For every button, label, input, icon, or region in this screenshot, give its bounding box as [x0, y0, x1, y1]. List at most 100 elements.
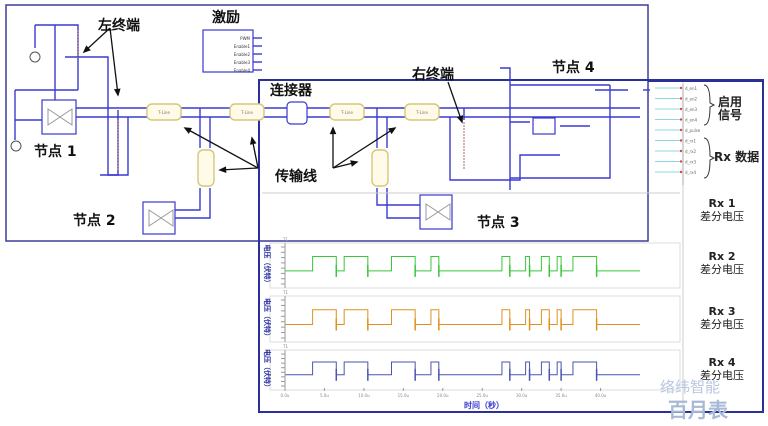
tline-icon [329, 103, 365, 121]
x-tick-label: 15.0u [398, 393, 410, 398]
label-node-2: 节点 2 [73, 213, 116, 229]
wire [174, 188, 201, 211]
signal-pin [679, 149, 683, 153]
label-enable-signals: 启用 信号 [718, 95, 743, 122]
signal-name: d_rx2 [685, 149, 696, 154]
signal-name: d_rx3 [685, 160, 696, 165]
driver-icon [425, 203, 439, 221]
label-stimulus: 激励 [212, 10, 240, 26]
trace-sub: 差分电压 [700, 263, 744, 276]
signal-pin [679, 139, 683, 142]
arrow-line [332, 127, 396, 169]
arrow-line [447, 81, 463, 123]
driver-icon [47, 108, 61, 126]
signal-pin [679, 160, 683, 163]
node-4-filter [532, 117, 556, 135]
stimulus-pin-label: Enable2 [234, 52, 251, 57]
trace-name: Rx 1 [708, 197, 736, 210]
signal-pin [679, 107, 683, 111]
schematic-wires [14, 24, 650, 219]
stimulus-pin-label: PWM [240, 36, 250, 41]
receiver-icon [160, 209, 174, 227]
tline-icon [371, 149, 389, 187]
label-rx-data: Rx 数据 [714, 150, 760, 164]
trace-name: Rx 3 [708, 305, 736, 318]
label-node-4: 节点 4 [552, 60, 595, 76]
tline-label: T-Line [157, 110, 170, 115]
label-left-termination: 左终端 [98, 18, 140, 34]
signal-name: d_rx4 [685, 170, 696, 175]
wire [100, 117, 129, 176]
waveform-trace [285, 361, 640, 376]
x-tick-label: 5.0u [320, 393, 329, 398]
label-connector: 连接器 [270, 83, 312, 99]
signal-list: d_en1d_en2d_en3d_en4d_pulsed_rx1d_rx2d_r… [655, 84, 716, 185]
signal-name: d_en4 [685, 118, 698, 123]
waveform-frame [258, 79, 764, 413]
signal-pin [679, 118, 683, 121]
stimulus-block [202, 29, 254, 73]
connector-icon [286, 101, 308, 125]
signal-name: d_en1 [685, 86, 698, 91]
x-tick-label: 25.0u [476, 393, 488, 398]
signal-pin [679, 86, 683, 90]
signal-name: d_en2 [685, 97, 698, 102]
x-tick-label: 0.0u [281, 393, 290, 398]
arrowhead [350, 160, 359, 167]
signal-pin [679, 170, 683, 174]
arrowhead [113, 88, 121, 97]
x-tick-label: 40.0u [595, 393, 607, 398]
annotation-arrows [82, 27, 464, 173]
group-brace [703, 137, 716, 179]
x-axis-label: 时间（秒） [464, 401, 504, 410]
x-tick-label: 20.0u [437, 393, 449, 398]
driver-icon [148, 209, 162, 227]
arrowhead [82, 45, 91, 54]
voltage-source-icon [10, 140, 22, 152]
tline-label: T-Line [415, 110, 428, 115]
y-axis-label: 电压（伏特） [263, 245, 272, 287]
wire [386, 188, 420, 219]
tline-icon [146, 103, 182, 121]
stimulus-pin-label: Enable1 [234, 44, 251, 49]
label-transmission-line: 传输线 [275, 169, 317, 185]
label-right-termination: 右终端 [412, 67, 454, 83]
signal-name: d_pulse [685, 128, 701, 133]
plot-area [269, 349, 681, 391]
y-axis-label: 电压（伏特） [263, 298, 272, 340]
waveform-trace [285, 309, 640, 326]
arrowhead [218, 166, 227, 173]
x-tick-label: 35.0u [555, 393, 567, 398]
y-axis-label: 电压（伏特） [263, 349, 272, 391]
wire [174, 188, 211, 219]
arrowhead [249, 136, 257, 145]
signal-name: d_rx1 [685, 139, 696, 144]
wire [500, 67, 511, 190]
node-2-transceiver [142, 201, 176, 235]
watermark-logo-text: 百月表 [668, 398, 728, 422]
tline-label: T-Line [340, 110, 353, 115]
arrow-line [109, 27, 119, 96]
trace-name: Rx 2 [708, 250, 736, 263]
arrow-line [219, 167, 259, 171]
plot-area [269, 295, 681, 343]
arrowhead [388, 127, 397, 135]
node-1-transceiver [41, 99, 77, 135]
waveform-trace [285, 256, 640, 272]
arrowhead [183, 127, 193, 134]
wire [35, 24, 79, 90]
label-node-1: 节点 1 [34, 144, 77, 160]
voltage-source-icon [29, 51, 41, 63]
watermark-text: 络纬智能 [660, 378, 721, 396]
wire [510, 85, 611, 179]
x-tick-label: 10.0u [358, 393, 370, 398]
group-brace [703, 84, 716, 126]
stimulus-pin-label: Enable4 [234, 68, 251, 73]
